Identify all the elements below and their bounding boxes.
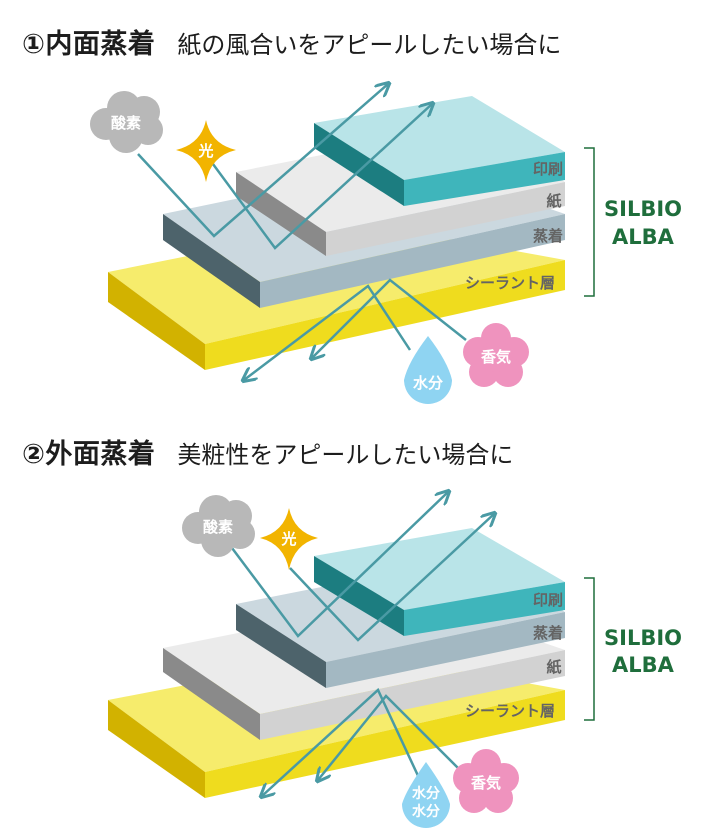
oxygen-label: 酸素 xyxy=(111,114,141,132)
print-layer xyxy=(314,528,565,636)
barrier-arrows xyxy=(137,84,467,380)
oxygen-label: 酸素 xyxy=(203,518,233,536)
section-2-heading: ②外面蒸着美粧性をアピールしたい場合に xyxy=(22,432,513,471)
oxygen-badge: 酸素 xyxy=(182,495,255,557)
sparkle-icon xyxy=(260,508,318,570)
moisture-arrow xyxy=(244,284,412,380)
label-sealant: シーラント層 xyxy=(465,702,555,720)
light-label: 光 xyxy=(197,142,213,160)
aroma-arrow xyxy=(312,278,467,358)
light-badge: 光 xyxy=(176,120,236,182)
light-arrow xyxy=(208,104,432,250)
outer-vapor-diagram: 印刷 蒸着 紙 シーラント層 SILBIO ALBA 酸素 光 水分 水分 香気 xyxy=(108,478,682,828)
brand-line2: ALBA xyxy=(612,225,675,249)
label-sealant: シーラント層 xyxy=(465,274,555,292)
label-paper: 紙 xyxy=(546,192,561,210)
oxygen-badge: 酸素 xyxy=(90,91,163,153)
brand-line2: ALBA xyxy=(612,653,675,677)
cloud-icon xyxy=(90,91,163,153)
aroma-arrow xyxy=(318,694,463,780)
moisture-label-1: 水分 xyxy=(412,785,440,802)
aroma-badge: 香気 xyxy=(463,323,529,387)
layer-bracket xyxy=(584,577,595,721)
sparkle-icon xyxy=(176,120,236,182)
section-1-heading: ①内面蒸着紙の風合いをアピールしたい場合に xyxy=(22,22,561,61)
droplet-icon xyxy=(404,336,452,404)
label-print: 印刷 xyxy=(533,160,563,178)
moisture-badge: 水分 xyxy=(404,336,452,404)
print-layer xyxy=(314,96,565,206)
label-print: 印刷 xyxy=(533,591,563,609)
moisture-arrow xyxy=(262,687,422,796)
oxygen-arrow xyxy=(231,492,448,638)
light-badge: 光 xyxy=(260,508,318,570)
section-2-subtitle: 美粧性をアピールしたい場合に xyxy=(177,441,514,469)
aroma-label: 香気 xyxy=(481,348,511,366)
label-vapor: 蒸着 xyxy=(533,624,563,642)
inner-vapor-diagram: 印刷 紙 蒸着 シーラント層 SILBIO ALBA 酸素 光 水分 香気 xyxy=(90,70,682,404)
oxygen-arrow xyxy=(137,84,388,238)
section-2-number: ②外面蒸着 xyxy=(22,439,156,470)
moisture-label-2: 水分 xyxy=(412,803,440,820)
aroma-label: 香気 xyxy=(471,774,501,792)
brand-line1: SILBIO xyxy=(604,626,682,650)
droplet-icon xyxy=(402,762,450,828)
layer-bracket xyxy=(584,147,595,297)
moisture-badge: 水分 水分 xyxy=(402,762,450,828)
moisture-label: 水分 xyxy=(413,374,443,392)
section-1-number: ①内面蒸着 xyxy=(22,29,156,60)
light-arrow xyxy=(289,514,494,642)
label-paper: 紙 xyxy=(546,658,561,676)
section-1-subtitle: 紙の風合いをアピールしたい場合に xyxy=(177,31,562,59)
barrier-arrows xyxy=(231,492,494,796)
flower-icon xyxy=(453,749,519,813)
label-vapor: 蒸着 xyxy=(533,227,563,245)
brand-line1: SILBIO xyxy=(604,197,682,221)
light-label: 光 xyxy=(280,530,296,548)
aroma-badge: 香気 xyxy=(453,749,519,813)
cloud-icon xyxy=(182,495,255,557)
flower-icon xyxy=(463,323,529,387)
